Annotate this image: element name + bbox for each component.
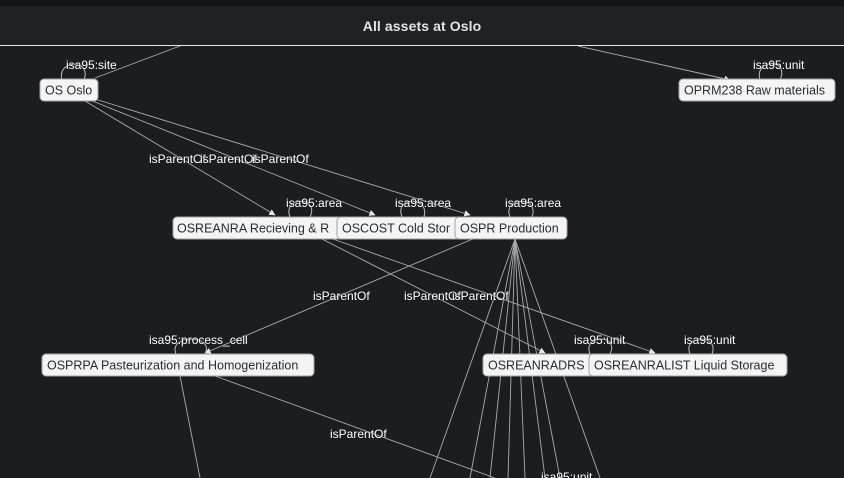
edge-label-process-cell: isa95:process_cell: [149, 333, 248, 347]
node-oscost[interactable]: OSCOST Cold Stor: [336, 216, 465, 240]
edge-label-parent-mid-2: isParentOf: [452, 289, 509, 303]
graph-header: All assets at Oslo: [0, 6, 844, 46]
edge-label-area-ospr: isa95:area: [505, 196, 561, 210]
node-label-osreanra: OSREANRA Recieving & R: [177, 222, 329, 236]
graph-self-loops: [60, 63, 783, 355]
node-osprpa[interactable]: OSPRPA Pasteurization and Homogenization: [41, 353, 315, 377]
loop-osreanradrs: [588, 338, 613, 355]
edge-os-oslo-ospr: [94, 98, 471, 217]
node-oprm238[interactable]: OPRM238 Raw materials: [678, 78, 836, 102]
edge-label-parent-mid-1: isParentOf: [404, 289, 461, 303]
edge-label-parent-os-2: isParentOf: [200, 152, 257, 166]
edge-label-unit-list: isa95:unit: [684, 333, 736, 347]
node-label-osreanralist: OSREANRALIST Liquid Storage: [594, 359, 774, 373]
edge-osreanra-osreanralist: [329, 237, 656, 355]
edge-label-unit-adrs: isa95:unit: [574, 333, 626, 347]
loop-os-oslo: [60, 63, 86, 81]
edge-to-oprm238: [577, 46, 731, 82]
edge-label-parent-ospr-osprpa: isParentOf: [313, 289, 370, 303]
loop-osreanra: [288, 200, 313, 218]
window-top-strip: [0, 0, 844, 6]
node-os-oslo[interactable]: OS Oslo: [39, 78, 99, 102]
node-label-ospr: OSPR Production: [460, 222, 559, 236]
loop-osreanralist: [688, 338, 714, 355]
edge-ospr-osprpa: [204, 237, 476, 354]
edge-os-oslo-oscost: [89, 99, 376, 216]
node-label-osprpa: OSPRPA Pasteurization and Homogenization: [47, 359, 298, 373]
edge-to-os-oslo: [94, 46, 181, 79]
node-ospr[interactable]: OSPR Production: [454, 216, 568, 240]
edge-label-parent-os-1: isParentOf: [149, 152, 206, 166]
edge-label-site: isa95:site: [66, 58, 117, 72]
edge-label-unit-oprm: isa95:unit: [753, 58, 805, 72]
asset-graph-canvas[interactable]: isa95:site isa95:unit isParentOf isParen…: [0, 46, 844, 478]
loop-oscost: [400, 200, 426, 218]
edge-ospr-fan-1: [429, 238, 516, 478]
loop-osprpa: [174, 338, 207, 355]
node-label-oscost: OSCOST Cold Stor: [342, 222, 450, 236]
page-title: All assets at Oslo: [362, 17, 482, 34]
node-osreanradrs[interactable]: OSREANRADRS: [482, 353, 608, 377]
edge-label-unit-bottom: isa95:unit: [541, 470, 593, 478]
node-label-osreanradrs: OSREANRADRS: [488, 359, 585, 373]
edge-os-oslo-osreanra: [84, 100, 276, 216]
node-osreanralist[interactable]: OSREANRALIST Liquid Storage: [588, 353, 788, 377]
asset-graph-svg[interactable]: isa95:site isa95:unit isParentOf isParen…: [0, 46, 844, 478]
loop-oprm238: [758, 63, 783, 81]
graph-edges: [84, 46, 731, 478]
edge-osprpa-diag: [214, 375, 496, 478]
node-label-os-oslo: OS Oslo: [45, 84, 92, 98]
edge-osprpa-down: [179, 375, 201, 478]
graph-edge-labels: isa95:site isa95:unit isParentOf isParen…: [66, 58, 806, 478]
edge-label-parent-os-3: isParentOf: [252, 152, 309, 166]
edge-osreanra-osreanradrs: [319, 237, 546, 354]
edge-label-area-osreanra: isa95:area: [286, 196, 342, 210]
node-osreanra[interactable]: OSREANRA Recieving & R: [172, 216, 346, 240]
edge-label-area-oscost: isa95:area: [395, 196, 451, 210]
node-label-oprm238: OPRM238 Raw materials: [684, 84, 825, 98]
graph-nodes[interactable]: OS Oslo OPRM238 Raw materials OSREANRA R…: [39, 78, 836, 377]
edge-label-parent-osprpa: isParentOf: [330, 427, 387, 441]
loop-ospr: [508, 200, 534, 218]
